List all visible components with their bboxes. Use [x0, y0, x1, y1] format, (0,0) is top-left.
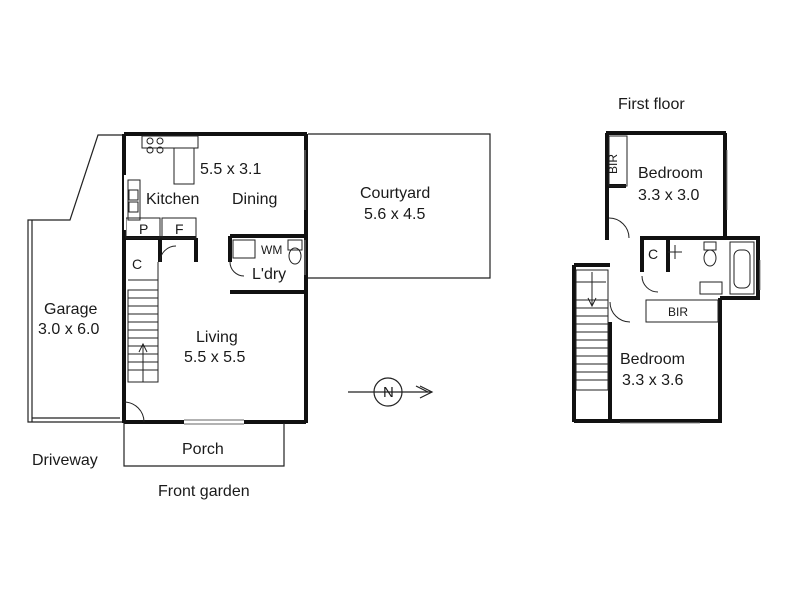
dining-label: Dining	[232, 191, 278, 208]
garage-label: Garage	[44, 301, 98, 318]
living-label: Living	[196, 329, 238, 346]
front-garden-label: Front garden	[158, 483, 250, 500]
washing-machine-label: WM	[261, 243, 283, 257]
laundry-label: L'dry	[252, 266, 287, 283]
bir1-label: BIR	[606, 153, 621, 175]
garage-outline	[27, 134, 122, 423]
courtyard-size: 5.6 x 4.5	[364, 206, 426, 223]
kitchen-label: Kitchen	[146, 191, 200, 208]
kitchen-size: 5.5 x 3.1	[200, 161, 262, 178]
ground-floor-fixtures	[123, 135, 303, 423]
courtyard-label: Courtyard	[360, 185, 431, 202]
courtyard-outline	[304, 133, 491, 279]
garage-size: 3.0 x 6.0	[38, 321, 100, 338]
compass-letter: N	[383, 384, 394, 401]
living-size: 5.5 x 5.5	[184, 349, 246, 366]
first-floor-fixtures	[575, 135, 761, 424]
first-floor-title: First floor	[618, 96, 685, 113]
bedroom1-size: 3.3 x 3.0	[638, 187, 700, 204]
cupboard-ground-label: C	[132, 256, 143, 272]
cupboard-first-label: C	[648, 246, 659, 262]
bedroom2-size: 3.3 x 3.6	[622, 372, 684, 389]
bedroom2-label: Bedroom	[620, 351, 685, 368]
driveway-label: Driveway	[32, 452, 98, 469]
fridge-label: F	[175, 221, 184, 237]
porch-outline	[123, 419, 285, 467]
bedroom1-label: Bedroom	[638, 165, 703, 182]
bir2-label: BIR	[668, 305, 689, 319]
pantry-label: P	[139, 221, 149, 237]
compass-icon	[348, 377, 434, 407]
porch-label: Porch	[182, 441, 224, 458]
